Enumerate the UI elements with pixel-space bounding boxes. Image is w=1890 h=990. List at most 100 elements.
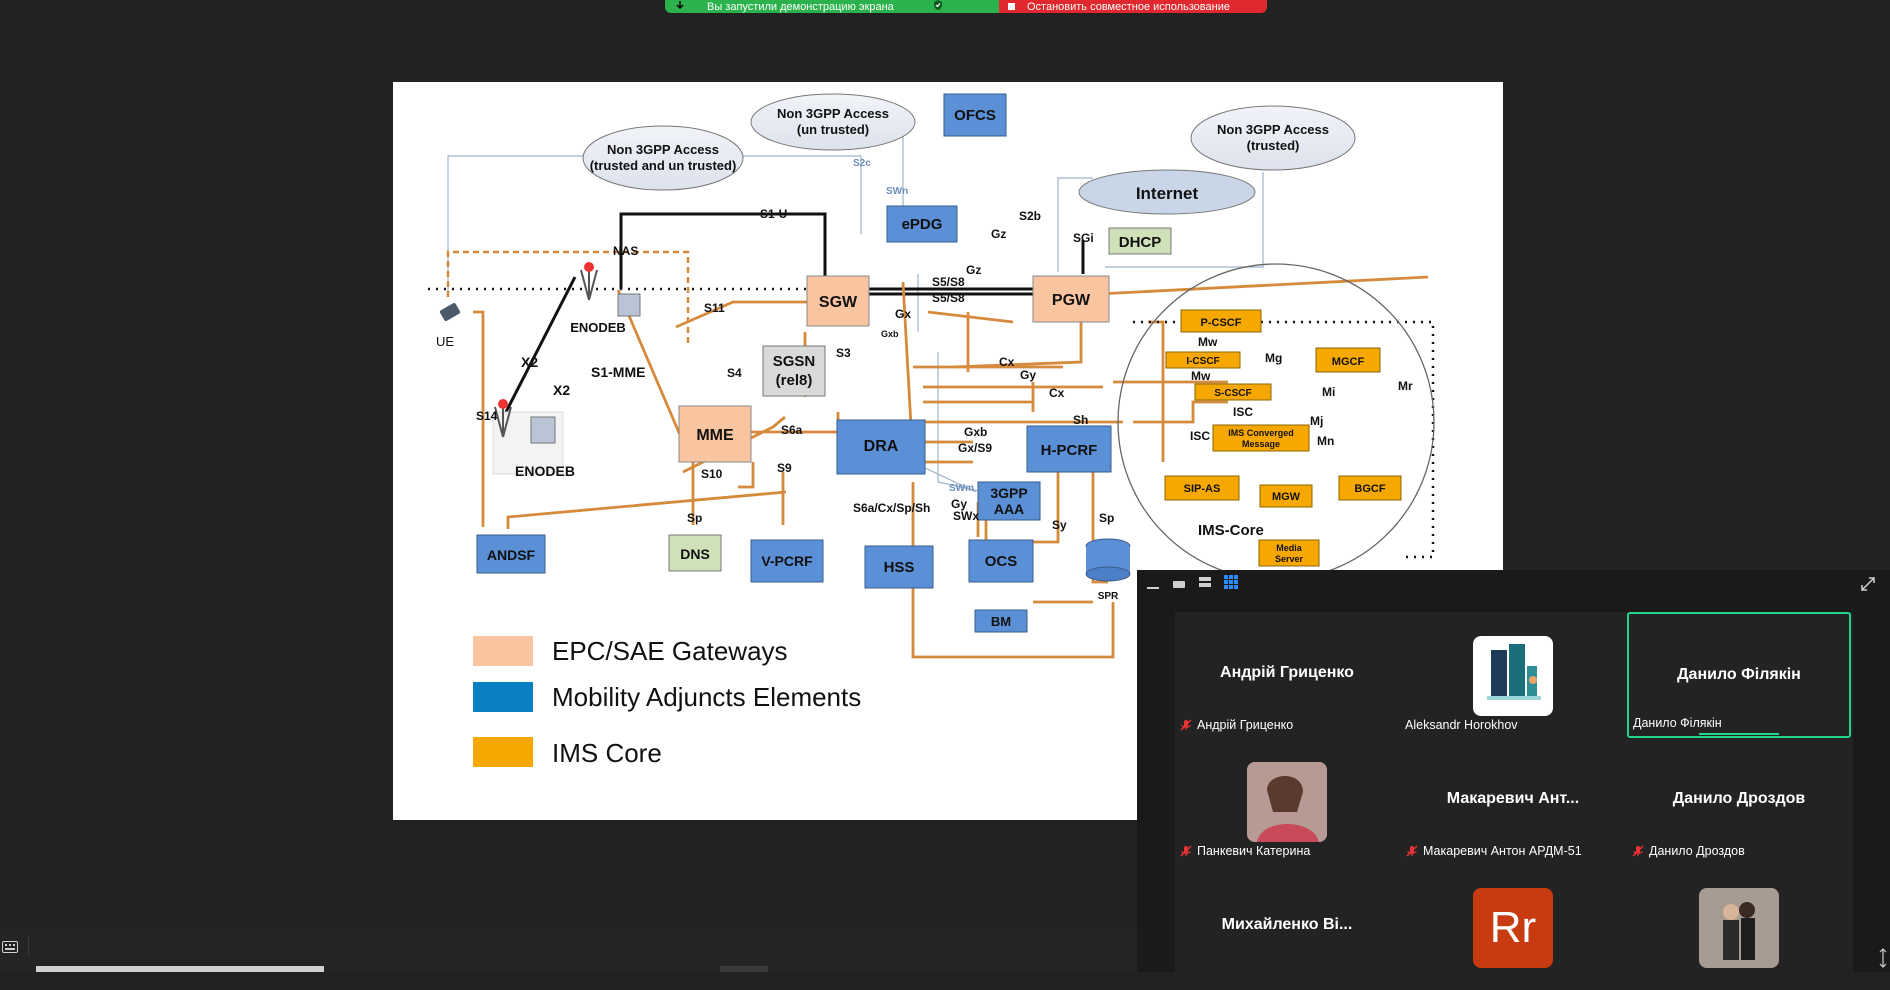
interface-label: S14 <box>476 409 498 423</box>
ims-box-label: Message <box>1242 439 1280 449</box>
interface-label: Mn <box>1317 434 1334 448</box>
bottom-toolbar <box>0 928 1137 972</box>
ims-box-label: IMS Converged <box>1228 428 1294 438</box>
muted-mic-icon <box>1631 844 1645 858</box>
stop-sharing-button[interactable]: Остановить совместное использование <box>999 0 1267 13</box>
ocs-node: OCS <box>968 539 1034 583</box>
node-label: DNS <box>680 546 710 562</box>
participant-name: Данило Філякін <box>1633 716 1722 730</box>
node-label: OCS <box>985 553 1018 570</box>
sgw-node: SGW <box>806 275 870 327</box>
participant-tile[interactable]: Михайленко Ві... <box>1175 864 1399 990</box>
photo-avatar <box>1699 888 1779 968</box>
interface-label: S4 <box>727 366 742 380</box>
minimize-button[interactable] <box>1145 576 1161 592</box>
interface-label: S1-MME <box>591 364 645 380</box>
non3gpp-trusted-ellipse: Non 3GPP Access (trusted) <box>1190 105 1356 171</box>
ims-box-label: Server <box>1275 554 1304 564</box>
enodeb-top-tower-icon: ENODEB <box>570 262 641 335</box>
participant-gallery: Андрій Гриценко Андрій Гриценко Aleksand… <box>1175 612 1853 972</box>
internet-ellipse: Internet <box>1078 169 1256 215</box>
interface-label: X2 <box>521 354 538 370</box>
ofcs-node: OFCS <box>943 93 1007 137</box>
participant-tile[interactable]: Андрій Гриценко Андрій Гриценко <box>1175 612 1399 738</box>
sharing-status-text: Вы запустили демонстрацию экрана <box>707 0 894 13</box>
bm-node: BM <box>974 609 1028 633</box>
participant-name: Aleksandr Horokhov <box>1405 718 1518 732</box>
speaker-view-button[interactable] <box>1197 576 1213 592</box>
scrollbar-thumb[interactable] <box>720 966 768 972</box>
screen-sharing-banner: Вы запустили демонстрацию экрана <box>665 0 999 13</box>
participant-name: Данило Дроздов <box>1649 844 1745 858</box>
interface-label: ISC <box>1190 429 1210 443</box>
shared-slide: Non 3GPP Access (trusted and un trusted)… <box>393 82 1503 820</box>
interface-label: S2c <box>853 158 871 169</box>
participant-label: Aleksandr Horokhov <box>1405 718 1518 732</box>
interface-labels: S1-U NAS X2 X2 S1-MME S14 S11 S4 S3 S10 … <box>476 158 1413 532</box>
hpcrf-node: H-PCRF <box>1026 425 1112 473</box>
node-label: SGW <box>819 294 858 311</box>
interface-label: S2b <box>1019 209 1041 223</box>
ims-core-boxes <box>1164 309 1402 567</box>
panel-toolbar <box>1137 570 1890 598</box>
interface-label: Gx/S9 <box>958 441 992 455</box>
hide-video-button[interactable] <box>1171 576 1187 592</box>
node-label: AAA <box>994 501 1024 517</box>
spr-database: SPR <box>1085 538 1131 602</box>
participant-tile[interactable] <box>1627 864 1851 990</box>
horizontal-scrollbar[interactable] <box>36 966 324 972</box>
ims-box-label: BGCF <box>1354 483 1385 495</box>
node-label: DHCP <box>1119 234 1162 251</box>
interface-label: Mw <box>1198 335 1218 349</box>
interface-label: Sy <box>1052 518 1067 532</box>
non3gpp-untrusted-ellipse: Non 3GPP Access (un trusted) <box>750 93 916 151</box>
legend-label: Mobility Adjuncts Elements <box>552 682 861 712</box>
participant-label: Данило Дроздов <box>1631 844 1745 858</box>
interface-label: S6a/Cx/Sp/Sh <box>853 501 930 515</box>
interface-label: S11 <box>704 301 725 315</box>
toolbar-divider <box>28 936 29 956</box>
interface-label: Gy <box>951 497 967 511</box>
interface-label: Gxb <box>881 329 899 339</box>
node-label: H-PCRF <box>1041 442 1098 459</box>
ims-core-labels: P-CSCF I-CSCF S-CSCF MGCF IMS Converged … <box>1184 317 1386 564</box>
participants-panel: Андрій Гриценко Андрій Гриценко Aleksand… <box>1137 570 1890 972</box>
node-label: 3GPP <box>990 485 1027 501</box>
participant-name: Панкевич Катерина <box>1197 844 1311 858</box>
node-label: DRA <box>864 438 899 455</box>
server-illustration-avatar <box>1473 636 1553 716</box>
sharing-arrow-icon <box>675 0 685 13</box>
participant-label: Андрій Гриценко <box>1179 718 1293 732</box>
interface-label: Gz <box>991 227 1006 241</box>
interface-label: SWm <box>949 483 974 494</box>
ellipse-label: (un trusted) <box>797 122 869 137</box>
fullscreen-button[interactable] <box>1860 576 1876 592</box>
keyboard-icon[interactable] <box>2 940 18 953</box>
speaker-view-icon <box>1199 575 1211 593</box>
single-view-icon <box>1173 580 1185 588</box>
ellipse-label: (trusted and un trusted) <box>590 158 737 173</box>
epdg-node: ePDG <box>886 205 958 243</box>
ellipse-label: Non 3GPP Access <box>1217 122 1329 137</box>
expand-arrows-icon <box>1860 577 1876 596</box>
ims-core-label: IMS-Core <box>1198 522 1264 539</box>
ims-box-label: MGW <box>1272 491 1301 503</box>
interface-label: Cx <box>1049 386 1065 400</box>
interface-label: Mw <box>1191 369 1211 383</box>
gallery-view-button[interactable] <box>1223 574 1239 592</box>
ellipse-label: Non 3GPP Access <box>607 142 719 157</box>
interface-label: Cx <box>999 355 1015 369</box>
mme-node: MME <box>678 405 752 463</box>
node-label: SPR <box>1098 591 1119 602</box>
resize-handle[interactable] <box>1878 948 1888 968</box>
dns-node: DNS <box>668 534 722 572</box>
participant-tile[interactable]: Данило Дроздов Данило Дроздов <box>1627 738 1851 864</box>
participant-tile[interactable]: Aleksandr Horokhov <box>1401 612 1625 738</box>
participant-tile[interactable]: Макаревич Ант... Макаревич Антон АРДМ-51 <box>1401 738 1625 864</box>
node-label: PGW <box>1052 292 1091 309</box>
participant-tile[interactable]: Rr <box>1401 864 1625 990</box>
participant-tile[interactable]: Панкевич Катерина <box>1175 738 1399 864</box>
interface-label: X2 <box>553 382 570 398</box>
hss-node: HSS <box>864 545 934 589</box>
participant-tile-active-speaker[interactable]: Данило Філякін Данило Філякін <box>1627 612 1851 738</box>
